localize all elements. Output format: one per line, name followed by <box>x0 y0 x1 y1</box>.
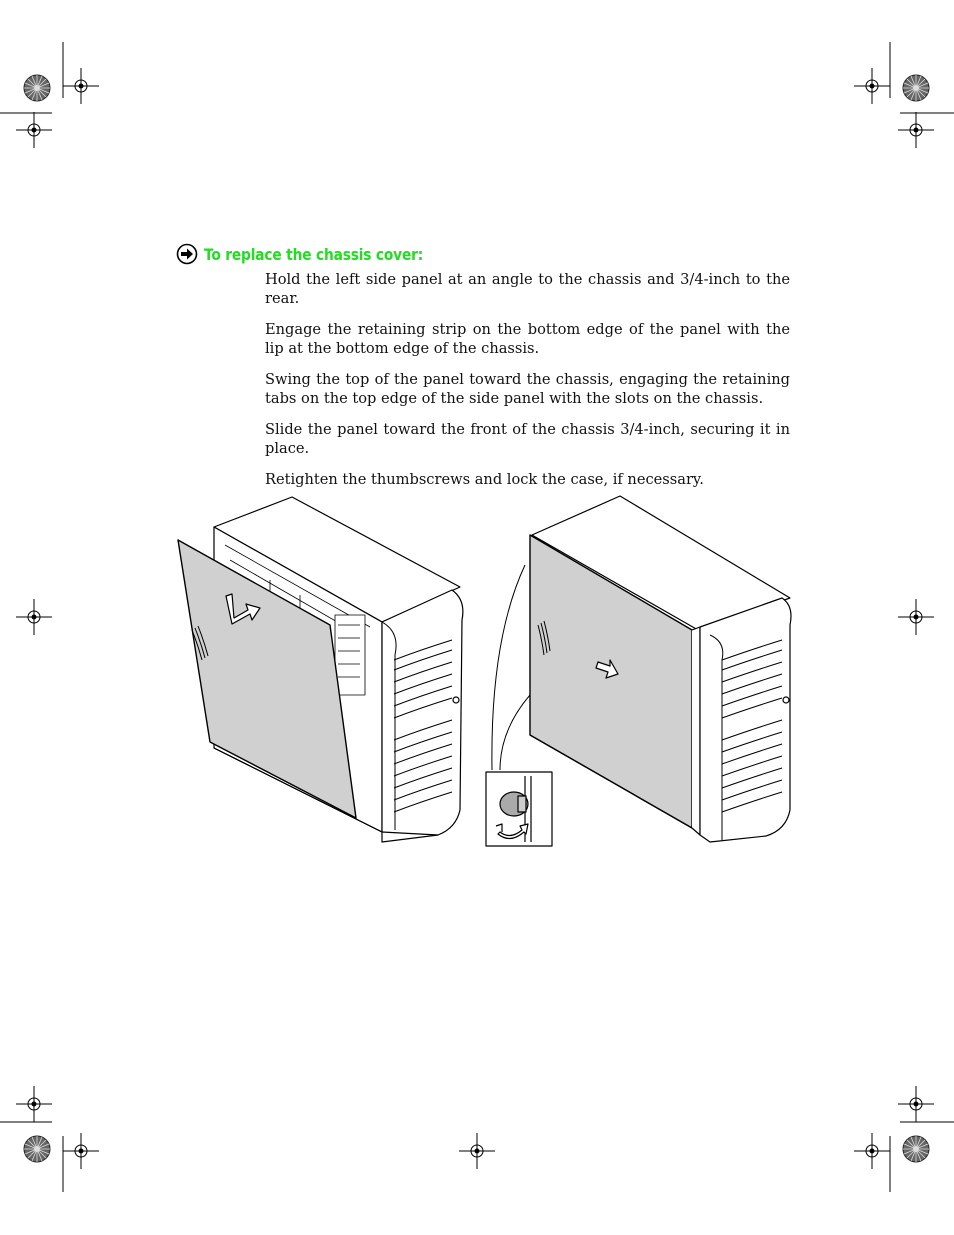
registration-target-icon <box>897 111 935 149</box>
left-side-panel <box>177 539 357 819</box>
step-text: Engage the retaining strip on the bottom… <box>265 321 790 357</box>
procedure-title: To replace the chassis cover: <box>204 244 424 264</box>
registration-target-icon <box>15 598 53 636</box>
color-bar-star-icon <box>23 74 51 102</box>
procedure-heading: To replace the chassis cover: <box>176 243 459 265</box>
registration-target-icon <box>897 1085 935 1123</box>
registration-target-icon <box>853 67 891 105</box>
slide-forward-arrow-icon <box>595 659 619 679</box>
registration-target-icon <box>62 67 100 105</box>
registration-target-icon <box>853 1132 891 1170</box>
chassis-cover-illustration <box>177 495 792 847</box>
registration-target-icon <box>62 1132 100 1170</box>
registration-target-icon <box>15 111 53 149</box>
color-bar-star-icon <box>902 1135 930 1163</box>
swing-in-arrow-icon <box>225 593 261 625</box>
registration-target-icon <box>897 598 935 636</box>
step-text: Slide the panel toward the front of the … <box>265 421 790 457</box>
right-tower <box>529 495 792 843</box>
step-text: Swing the top of the panel toward the ch… <box>265 371 790 407</box>
registration-target-icon <box>458 1132 496 1170</box>
thumbscrew-callout <box>485 564 553 847</box>
procedure-steps: Hold the left side panel at an angle to … <box>265 270 790 501</box>
step-text: Hold the left side panel at an angle to … <box>265 271 790 307</box>
step-text: Retighten the thumbscrews and lock the c… <box>265 471 704 488</box>
registration-target-icon <box>15 1085 53 1123</box>
color-bar-star-icon <box>902 74 930 102</box>
arrow-right-circle-icon <box>176 243 198 265</box>
left-tower <box>177 496 464 843</box>
thumbscrew-tighten-icon <box>495 791 529 840</box>
color-bar-star-icon <box>23 1135 51 1163</box>
